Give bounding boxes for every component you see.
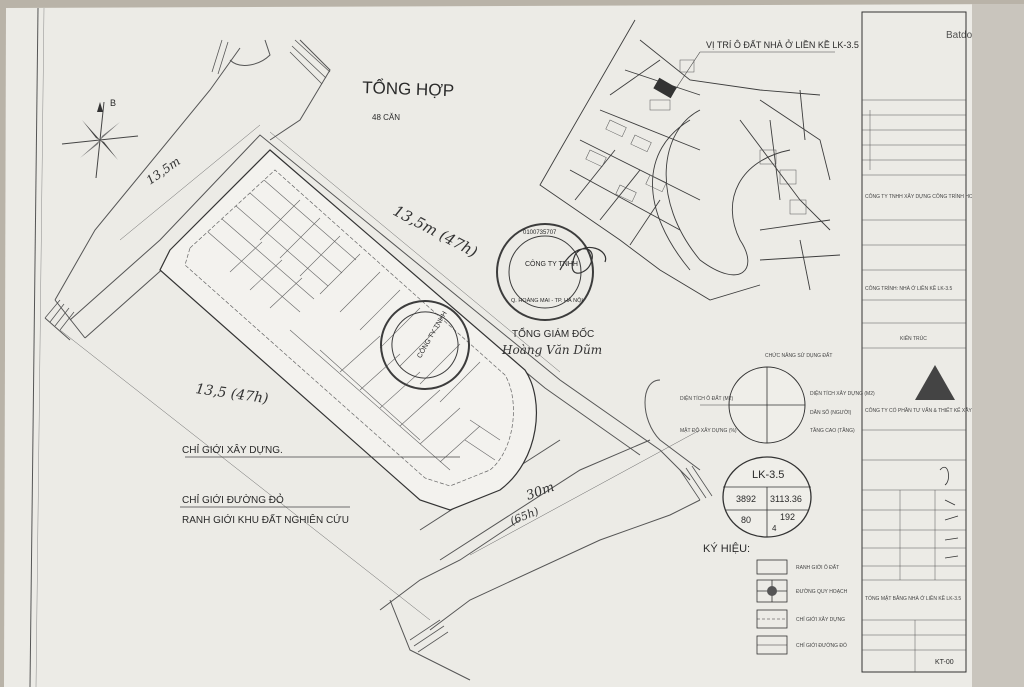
plot-badge: LK-3.5 3892 3113.36 80 192 4 — [722, 456, 812, 538]
legend-title: KÝ HIỆU: — [703, 542, 750, 555]
location-title: VỊ TRÍ Ô ĐẤT NHÀ Ở LIỀN KỀ LK-3.5 — [706, 39, 859, 50]
plot-badge-density: 80 — [741, 515, 751, 525]
parameter-legend-circle: CHỨC NĂNG SỬ DỤNG ĐẤT DIỆN TÍCH Ô ĐẤT (M… — [680, 352, 875, 444]
build-line-annotation: CHỈ GIỚI XÂY DỰNG. — [182, 443, 460, 458]
road-line-label: CHỈ GIỚI ĐƯỜNG ĐỎ — [182, 493, 284, 506]
road-network — [44, 39, 701, 681]
svg-text:Q. HOÀNG MAI - TP. HÀ NỘI: Q. HOÀNG MAI - TP. HÀ NỘI — [511, 297, 583, 304]
plot-lk-3-5 — [159, 149, 538, 511]
company-stamp-signature: CÔNG TY TNHH Q. HOÀNG MAI - TP. HÀ NỘI 0… — [496, 223, 594, 321]
plot-badge-floors: 4 — [772, 524, 777, 533]
north-label: B — [110, 98, 116, 108]
title-block: CÔNG TY TNHH XÂY DỰNG CÔNG TRÌNH HOÀNG H… — [861, 11, 1001, 673]
north-arrow-icon — [61, 101, 139, 179]
svg-text:DÂN SỐ (NGƯỜI): DÂN SỐ (NGƯỜI) — [810, 409, 852, 416]
plot-badge-name: LK-3.5 — [752, 469, 784, 481]
svg-text:MẬT ĐỘ XÂY DỰNG (%): MẬT ĐỘ XÂY DỰNG (%) — [680, 427, 737, 434]
svg-text:TẦNG CAO (TẦNG): TẦNG CAO (TẦNG) — [810, 427, 855, 434]
title-block-company2: CÔNG TY CỔ PHẦN TƯ VẤN & THIẾT KẾ XÂY DỰ… — [865, 407, 1001, 414]
svg-text:ĐƯỜNG QUY HOẠCH: ĐƯỜNG QUY HOẠCH — [796, 588, 848, 595]
svg-text:0100735707: 0100735707 — [523, 230, 557, 236]
build-line-label: CHỈ GIỚI XÂY DỰNG. — [182, 443, 283, 456]
title-block-sheet-no: KT-00 — [935, 659, 954, 666]
location-map: VỊ TRÍ Ô ĐẤT NHÀ Ở LIỀN KỀ LK-3.5 — [539, 19, 859, 301]
svg-text:DIỆN TÍCH XÂY DỰNG (M2): DIỆN TÍCH XÂY DỰNG (M2) — [810, 389, 875, 397]
road-end-hatches — [44, 39, 713, 653]
right-margin — [972, 4, 1024, 687]
svg-text:CHỈ GIỚI XÂY DỰNG: CHỈ GIỚI XÂY DỰNG — [796, 616, 845, 623]
drawing-subtitle: 48 CĂN — [372, 113, 400, 122]
svg-text:CÔNG TY TNHH: CÔNG TY TNHH — [525, 259, 578, 268]
signature-name: Hoàng Văn Dũm — [501, 343, 602, 357]
svg-text:CHỈ GIỚI ĐƯỜNG ĐỎ: CHỈ GIỚI ĐƯỜNG ĐỎ — [796, 642, 847, 649]
svg-text:CHỨC NĂNG SỬ DỤNG ĐẤT: CHỨC NĂNG SỬ DỤNG ĐẤT — [765, 352, 832, 359]
location-marker — [653, 77, 677, 99]
road-line-annotation: CHỈ GIỚI ĐƯỜNG ĐỎ RANH GIỚI KHU ĐẤT NGHI… — [180, 493, 350, 526]
title-block-project: CÔNG TRÌNH: NHÀ Ở LIỀN KỀ LK-3.5 — [865, 285, 952, 292]
study-boundary-label: RANH GIỚI KHU ĐẤT NGHIÊN CỨU — [182, 513, 349, 526]
signature-role: TỔNG GIÁM ĐỐC — [512, 326, 594, 340]
title-block-stage: KIẾN TRÚC — [900, 335, 927, 342]
signature-scribble — [559, 246, 607, 274]
svg-text:DIỆN TÍCH Ô ĐẤT (M2): DIỆN TÍCH Ô ĐẤT (M2) — [680, 394, 733, 402]
title-block-company1: CÔNG TY TNHH XÂY DỰNG CÔNG TRÌNH HOÀNG H… — [865, 193, 993, 200]
drawing-title: TỔNG HỢP — [362, 78, 455, 100]
svg-text:RANH GIỚI Ô ĐẤT: RANH GIỚI Ô ĐẤT — [796, 564, 839, 571]
plot-badge-build-area: 3113.36 — [770, 494, 802, 504]
plot-badge-area: 3892 — [736, 494, 756, 504]
dimension-marks — [59, 124, 701, 621]
title-block-drawing-title: TỔNG MẶT BẰNG NHÀ Ở LIỀN KỀ LK-3.5 — [865, 594, 961, 602]
symbol-legend: KÝ HIỆU: RANH GIỚI Ô ĐẤT ĐƯỜNG QUY HOẠCH… — [703, 542, 848, 655]
kce-logo-icon — [915, 365, 955, 400]
plot-badge-population: 192 — [780, 512, 795, 522]
